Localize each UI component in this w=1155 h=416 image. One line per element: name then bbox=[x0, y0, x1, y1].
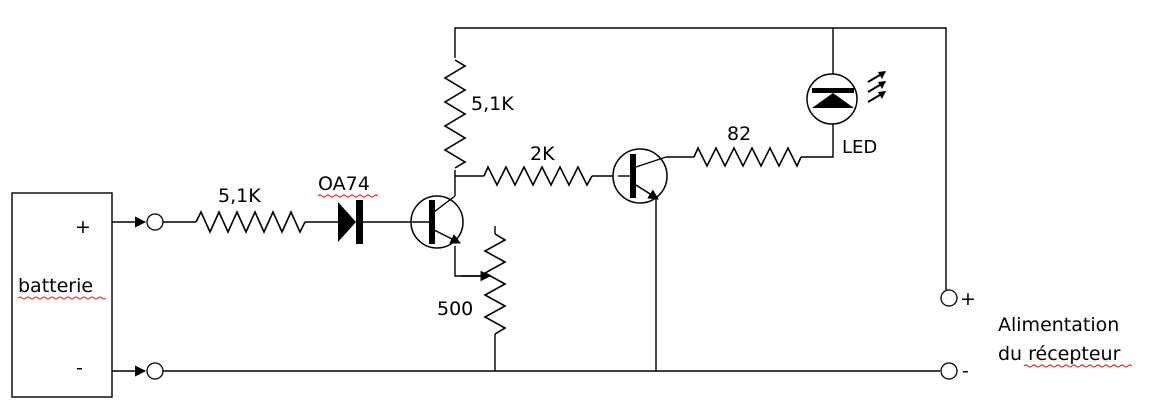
potentiometer: 500 bbox=[437, 226, 507, 371]
diode-label: OA74 bbox=[318, 173, 370, 195]
resistor-top: 5,1K bbox=[443, 58, 514, 170]
led: LED bbox=[806, 28, 886, 158]
transistor-2 bbox=[612, 148, 668, 371]
input-plus-terminal bbox=[146, 213, 164, 231]
led-light-rays-icon bbox=[867, 71, 886, 103]
output-plus-label: + bbox=[960, 288, 976, 310]
output-label-line1: Alimentation bbox=[998, 314, 1119, 336]
resistor-mid-label: 2K bbox=[530, 143, 555, 165]
resistor-led: 82 bbox=[666, 123, 834, 168]
output-terminals: + - bbox=[940, 288, 976, 382]
battery-minus-label: - bbox=[76, 357, 83, 379]
output-minus-label: - bbox=[962, 360, 969, 382]
top-rail bbox=[454, 27, 947, 290]
resistor-mid: 2K bbox=[455, 143, 618, 187]
resistor-top-label: 5,1K bbox=[471, 93, 514, 115]
diode: OA74 bbox=[317, 173, 412, 244]
resistor-input-label: 5,1K bbox=[218, 185, 261, 207]
input-minus-terminal bbox=[146, 362, 164, 380]
resistor-led-label: 82 bbox=[727, 123, 751, 145]
battery-label: batterie bbox=[18, 275, 93, 297]
battery-plus-label: + bbox=[75, 216, 91, 238]
transistor-1 bbox=[410, 195, 464, 249]
battery-terminals bbox=[112, 213, 164, 380]
battery: + batterie - bbox=[11, 192, 113, 398]
led-label: LED bbox=[842, 137, 877, 158]
output-label-line2: du récepteur bbox=[998, 343, 1121, 365]
spellcheck-underline bbox=[17, 296, 107, 300]
output-minus-terminal bbox=[940, 362, 958, 380]
t1-emitter-wire bbox=[454, 246, 486, 277]
resistor-input: 5,1K bbox=[163, 185, 338, 234]
potentiometer-label: 500 bbox=[437, 298, 473, 320]
output-label: Alimentation du récepteur bbox=[998, 314, 1133, 368]
output-plus-terminal bbox=[940, 289, 958, 307]
